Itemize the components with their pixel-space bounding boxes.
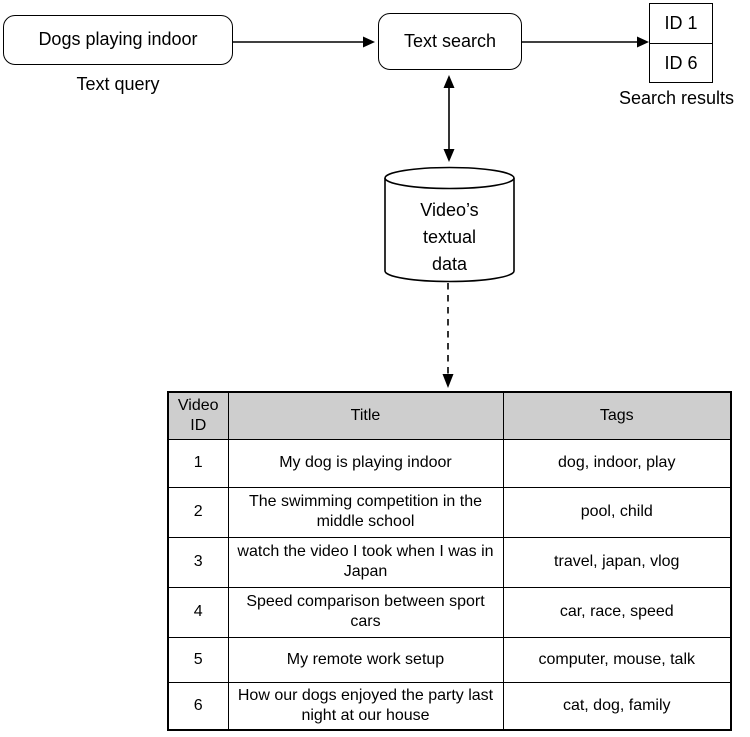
- text-query-box[interactable]: Dogs playing indoor: [3, 15, 233, 65]
- table-row: 6 How our dogs enjoyed the party last ni…: [167, 681, 732, 731]
- table-header-row: Video ID Title Tags: [167, 391, 732, 440]
- database-label-line1: Video’s: [420, 200, 479, 220]
- cell-tags: computer, mouse, talk: [502, 636, 732, 683]
- cell-title: watch the video I took when I was in Jap…: [227, 536, 504, 588]
- query-to-search-arrow-icon: [233, 36, 375, 48]
- table-row: 5 My remote work setup computer, mouse, …: [167, 636, 732, 683]
- cell-video-id: 5: [167, 636, 229, 683]
- search-to-results-arrow-icon: [522, 36, 649, 48]
- database-to-table-dashed-arrow-icon: [442, 283, 454, 388]
- cell-title: My dog is playing indoor: [227, 438, 504, 488]
- table-row: 2 The swimming competition in the middle…: [167, 486, 732, 538]
- column-header-title: Title: [227, 391, 504, 440]
- table-row: 4 Speed comparison between sport cars ca…: [167, 586, 732, 638]
- column-header-video-id: Video ID: [167, 391, 229, 440]
- video-metadata-table: Video ID Title Tags 1 My dog is playing …: [167, 391, 732, 731]
- cell-title: How our dogs enjoyed the party last nigh…: [227, 681, 504, 731]
- text-query-caption: Text query: [76, 74, 160, 94]
- cell-tags: pool, child: [502, 486, 732, 538]
- search-results-caption: Search results: [618, 88, 735, 108]
- cell-title: The swimming competition in the middle s…: [227, 486, 504, 538]
- cell-video-id: 6: [167, 681, 229, 731]
- cell-video-id: 1: [167, 438, 229, 488]
- table-row: 3 watch the video I took when I was in J…: [167, 536, 732, 588]
- cell-tags: dog, indoor, play: [502, 438, 732, 488]
- text-search-box[interactable]: Text search: [378, 13, 522, 70]
- result-id-6-cell[interactable]: ID 6: [650, 43, 712, 82]
- search-results-stack: ID 1 ID 6: [649, 3, 713, 83]
- result-id-1-cell[interactable]: ID 1: [664, 13, 698, 33]
- column-header-tags: Tags: [502, 391, 732, 440]
- cell-video-id: 4: [167, 586, 229, 638]
- table-row: 1 My dog is playing indoor dog, indoor, …: [167, 438, 732, 488]
- cell-title: Speed comparison between sport cars: [227, 586, 504, 638]
- cell-title: My remote work setup: [227, 636, 504, 683]
- cell-tags: cat, dog, family: [502, 681, 732, 731]
- cell-tags: travel, japan, vlog: [502, 536, 732, 588]
- search-database-double-arrow-icon: [443, 75, 455, 162]
- cell-video-id: 3: [167, 536, 229, 588]
- cell-tags: car, race, speed: [502, 586, 732, 638]
- database-label-line2: textual: [422, 227, 477, 247]
- cell-video-id: 2: [167, 486, 229, 538]
- database-label-line3: data: [431, 254, 468, 274]
- database-label: Video’s textual data: [385, 197, 514, 278]
